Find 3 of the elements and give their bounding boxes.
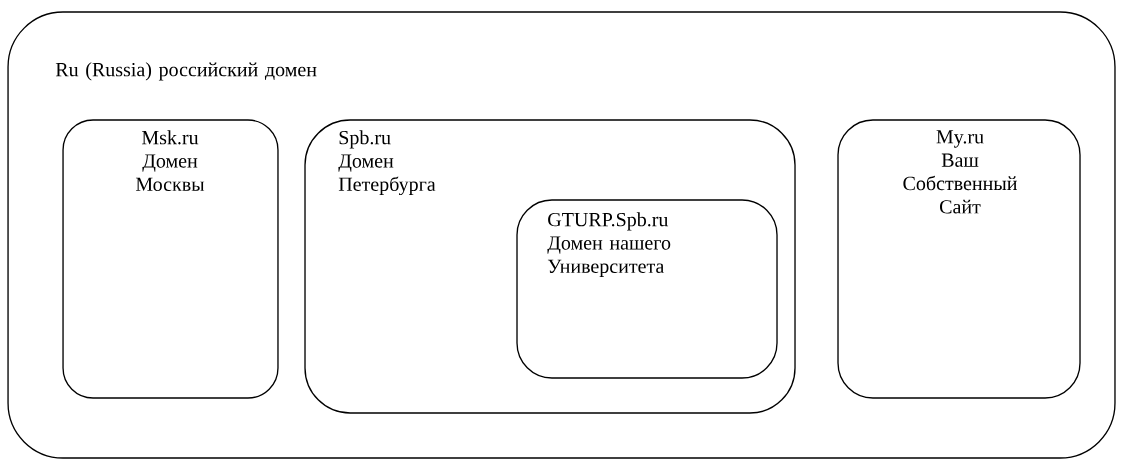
domain-box: GTURP.Spb.ru Домен нашего Университета bbox=[516, 199, 778, 379]
domain-box: My.ru Ваш Собственный Сайт bbox=[837, 119, 1081, 399]
domain-box: Msk.ru Домен Москвы bbox=[62, 119, 279, 399]
